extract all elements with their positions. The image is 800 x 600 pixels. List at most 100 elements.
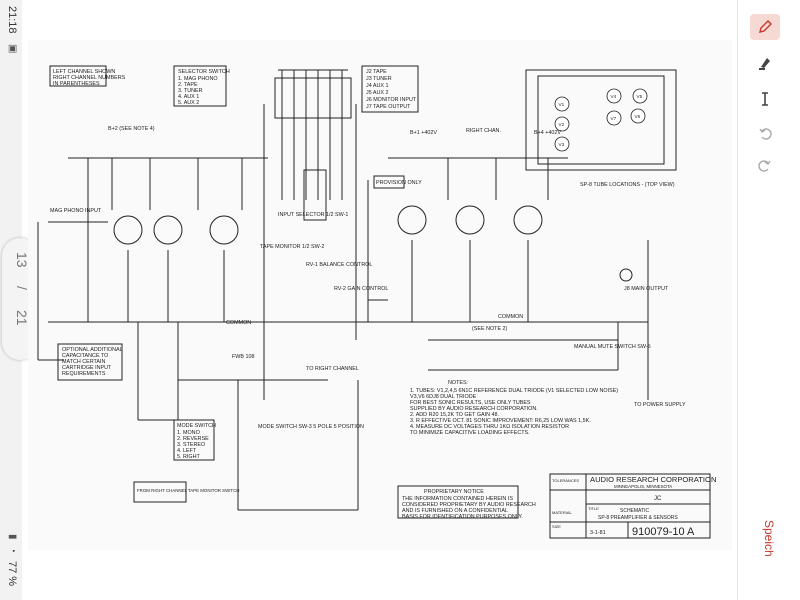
mag-phono-label: MAG PHONO INPUT — [50, 208, 102, 214]
common-label-1: COMMON — [226, 320, 251, 326]
tube-location-circle — [554, 116, 570, 132]
tube-location-circle — [632, 88, 648, 104]
b-plus-1-label: B+1 +402V — [410, 130, 437, 136]
left-channel-note-1: LEFT CHANNEL SHOWN — [53, 69, 115, 75]
notes-line-2: V3,V6 6DJ8 DUAL TRIODE — [410, 394, 477, 400]
balance-control-label: RV-1 BALANCE CONTROL — [306, 262, 372, 268]
redo-icon[interactable] — [750, 152, 780, 178]
fwb-label: FWB 108 — [232, 354, 254, 360]
mode-legend-header: MODE SWITCH — [177, 423, 216, 429]
see-note-2-label: (SEE NOTE 2) — [472, 326, 508, 332]
text-cursor-icon[interactable] — [750, 86, 780, 112]
jack-legend-3: J4 AUX 1 — [366, 83, 388, 89]
title-caption: TITLE — [588, 506, 599, 511]
tube-location-label: V6 — [635, 114, 641, 119]
left-channel-note-3: IN PARENTHESES — [53, 81, 100, 87]
drawing-number: 910079-10 A — [632, 526, 695, 538]
jack-legend-2: J3 TUNER — [366, 76, 392, 82]
mode-item-3: 3. STEREO — [177, 442, 205, 448]
common-label-2: COMMON — [498, 314, 523, 320]
optional-note-1: OPTIONAL ADDITIONAL — [62, 347, 123, 353]
mode-item-2: 2. REVERSE — [177, 436, 209, 442]
tube-location-label: V1 — [559, 102, 565, 107]
tube-location-label: V2 — [559, 122, 565, 127]
to-right-channel-label: TO RIGHT CHANNEL — [306, 366, 359, 372]
b-plus-2-label: B+2 (SEE NOTE 4) — [108, 126, 155, 132]
b-plus-4-label: B+4 +402V — [534, 130, 561, 136]
optional-note-5: REQUIREMENTS — [62, 371, 106, 377]
right-chan-label: RIGHT CHAN. — [466, 128, 501, 134]
input-selector-label: INPUT SELECTOR 1/2 SW-1 — [278, 212, 348, 218]
provision-only-label: PROVISION ONLY — [376, 180, 422, 186]
pen-icon[interactable] — [750, 14, 780, 40]
drawing-date: 3-1-81 — [590, 530, 606, 536]
manual-mute-label: MANUAL MUTE SWITCH SW-5 — [574, 344, 651, 350]
notes-header: NOTES: — [448, 380, 468, 386]
proprietary-header: PROPRIETARY NOTICE — [424, 489, 484, 495]
drawn-initials: JC — [654, 496, 662, 502]
wifi-icon: ◔ — [7, 547, 18, 554]
company-name: AUDIO RESEARCH CORPORATION — [590, 475, 716, 484]
tube-location-circle — [630, 108, 646, 124]
notes-line-6: 3. R EFFECTIVE OCT. 81 SONIC IMPROVEMENT… — [410, 418, 591, 424]
selector-item-3: 3. TUNER — [178, 88, 203, 94]
save-button[interactable]: Speich — [762, 520, 776, 557]
company-city: MINNEAPOLIS, MINNESOTA — [614, 484, 672, 489]
mode-item-5: 5. RIGHT — [177, 454, 200, 460]
main-output-label: J8 MAIN OUTPUT — [624, 286, 669, 292]
notification-icon: ▣ — [7, 44, 18, 54]
optional-note-4: CARTRIDGE INPUT — [62, 365, 112, 371]
jack-legend-6: J7 TAPE OUTPUT — [366, 104, 411, 110]
mode-item-4: 4. LEFT — [177, 448, 197, 454]
size-label: SIZE — [552, 524, 561, 529]
selector-legend-header: SELECTOR SWITCH — [178, 69, 230, 75]
from-right-channel-label: FROM RIGHT CHANNEL TAPE MONITOR SWITCH — [137, 488, 239, 493]
to-power-supply-label: TO POWER SUPPLY — [634, 402, 686, 408]
notes-line-3: FOR BEST SONIC RESULTS, USE ONLY TUBES — [410, 400, 531, 406]
title-line-1: SCHEMATIC — [620, 508, 649, 514]
highlighter-icon[interactable] — [750, 50, 780, 76]
tape-monitor-label: TAPE MONITOR 1/2 SW-2 — [260, 244, 324, 250]
notes-line-8: TO MINIMIZE CAPACITIVE LOADING EFFECTS. — [410, 430, 530, 436]
selector-item-4: 4. AUX 1 — [178, 94, 199, 100]
signal-icon: ▮ — [7, 534, 18, 540]
title-line-2: SP-8 PREAMPLIFIER & SENSORS — [598, 515, 678, 521]
undo-icon[interactable] — [750, 120, 780, 146]
proprietary-line-4: BASIS FOR IDENTIFICATION PURPOSES ONLY. — [402, 514, 523, 520]
selector-item-5: 5. AUX 2 — [178, 100, 199, 106]
tube-location-label: V5 — [637, 94, 643, 99]
tolerances-label: TOLERANCES — [552, 478, 579, 483]
jack-legend-1: J2 TAPE — [366, 69, 387, 75]
notes-line-1: 1. TUBES: V1,2,4,5 6N1C REFERENCE DUAL T… — [410, 388, 618, 394]
left-channel-note-2: RIGHT CHANNEL NUMBERS — [53, 75, 126, 81]
optional-note-2: CAPACITANCE TO — [62, 353, 108, 359]
tube-locations-caption: SP-8 TUBE LOCATIONS - (TOP VIEW) — [580, 182, 675, 188]
tube-location-label: V3 — [559, 142, 565, 147]
proprietary-line-3: AND IS FURNISHED ON A CONFIDENTIAL — [402, 508, 508, 514]
optional-note-3: MATCH CERTAIN — [62, 359, 106, 365]
tube-location-circle — [554, 96, 570, 112]
annotation-toolbar: Speich — [737, 0, 800, 600]
battery-text: 77 % — [6, 561, 18, 587]
tube-location-label: V7 — [611, 116, 617, 121]
tube-location-circle — [606, 88, 622, 104]
tube-location-circle — [606, 110, 622, 126]
status-time: 21:18 — [6, 6, 18, 34]
notes-line-5: 2. ADD R20 15,2K TO GET GAIN 48. — [410, 412, 499, 418]
proprietary-line-1: THE INFORMATION CONTAINED HEREIN IS — [402, 496, 513, 502]
selector-item-2: 2. TAPE — [178, 82, 198, 88]
mode-item-1: 1. MONO — [177, 430, 200, 436]
proprietary-line-2: CONSIDERED PROPRIETARY BY AUDIO RESEARCH — [402, 502, 536, 508]
jack-legend-5: J6 MONITOR INPUT — [366, 97, 417, 103]
notes-line-4: SUPPLIED BY AUDIO RESEARCH CORPORATION. — [410, 406, 538, 412]
material-label: MATERIAL — [552, 510, 572, 515]
notes-line-7: 4. MEASURE DC VOLTAGES THRU 1KΩ ISOLATIO… — [410, 424, 569, 430]
mode-switch-label: MODE SWITCH SW-3 5 POLE 5 POSITION — [258, 424, 364, 430]
selector-item-1: 1. MAG PHONO — [178, 76, 218, 82]
jack-legend-4: J5 AUX 2 — [366, 90, 388, 96]
tube-location-circle — [554, 136, 570, 152]
gain-control-label: RV-2 GAIN CONTROL — [334, 286, 388, 292]
tube-location-label: V4 — [611, 94, 617, 99]
